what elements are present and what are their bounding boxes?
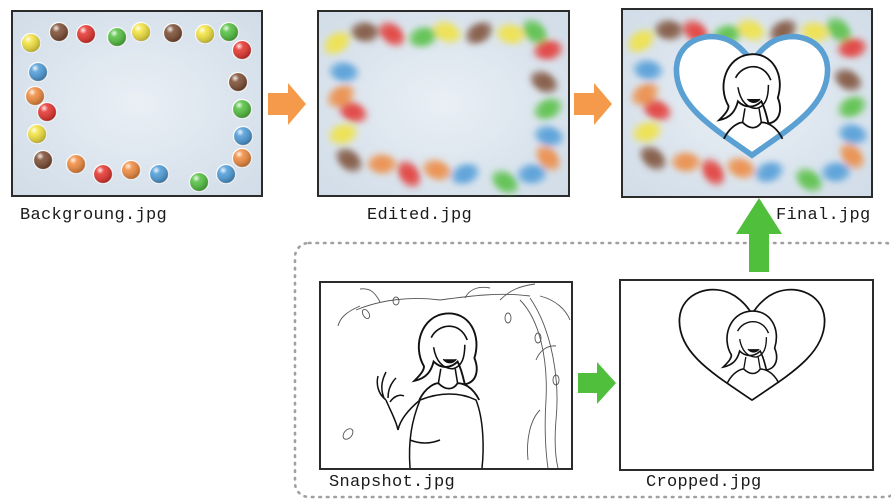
- snapshot-image-frame: [319, 281, 573, 470]
- candy-dot-shine: [131, 22, 151, 42]
- candy-dot-shine: [66, 154, 86, 174]
- candy-blob: [399, 166, 421, 188]
- candy-blob: [838, 73, 863, 92]
- candy-blob: [414, 27, 438, 47]
- candy-blob: [525, 24, 548, 45]
- final-image-frame: [621, 8, 873, 198]
- candy-blob: [495, 175, 519, 195]
- candy-dot-shine: [228, 72, 248, 92]
- candy-blob: [539, 41, 564, 60]
- candy-dot-shine: [163, 23, 183, 43]
- candy-dot-shine: [37, 102, 57, 122]
- arrow-edited-to-final: [574, 83, 612, 125]
- candy-blob: [343, 104, 368, 124]
- candy-blob: [437, 24, 462, 44]
- candy-blob: [843, 126, 868, 145]
- candy-blob: [502, 26, 527, 45]
- candy-dot-shine: [76, 24, 96, 44]
- candy-blob: [741, 22, 766, 42]
- candy-blob: [373, 155, 398, 175]
- candy-dot-shine: [189, 172, 209, 192]
- candy-blob: [637, 82, 660, 104]
- candy-dot-shine: [121, 160, 141, 180]
- candy-blob: [633, 29, 655, 51]
- arrow-cropped-to-final: [736, 198, 782, 272]
- candy-blob: [538, 150, 561, 172]
- candy-dot-shine: [219, 22, 239, 42]
- candy-blob: [534, 75, 559, 94]
- candy-blob: [731, 160, 756, 179]
- candy-blob: [829, 22, 852, 43]
- candy-dot-shine: [25, 86, 45, 106]
- arrow-snapshot-to-cropped: [578, 362, 616, 404]
- candy-blob: [339, 152, 363, 173]
- candy-blob: [806, 24, 831, 43]
- candy-blob: [638, 122, 662, 142]
- edited-image-frame: [317, 10, 570, 197]
- candy-blob: [660, 22, 685, 41]
- candy-blob: [382, 26, 406, 47]
- candy-blob: [643, 150, 667, 171]
- candy-blob: [647, 102, 672, 122]
- arrow-background-to-edited: [268, 83, 306, 125]
- candy-dot-shine: [232, 99, 252, 119]
- candy-blob: [844, 96, 867, 117]
- candy-blob: [329, 31, 351, 53]
- candy-blob: [427, 162, 452, 181]
- candy-blob: [761, 161, 784, 182]
- candy-blob: [677, 153, 702, 173]
- cropped-image-frame: [619, 279, 874, 471]
- caption-cropped: Cropped.jpg: [646, 473, 762, 492]
- caption-snapshot: Snapshot.jpg: [329, 473, 456, 492]
- dotted-group-border: [293, 241, 891, 499]
- background-image-frame: [11, 10, 263, 197]
- candy-blob: [827, 163, 852, 182]
- caption-background: Backgroung.jpg: [20, 206, 168, 225]
- candy-dot-shine: [195, 24, 215, 44]
- caption-edited: Edited.jpg: [367, 206, 473, 225]
- candy-blob: [799, 173, 823, 193]
- candy-blob: [539, 128, 564, 147]
- candy-dot-shine: [107, 27, 127, 47]
- candy-blob: [540, 98, 563, 119]
- candy-blob: [356, 24, 381, 43]
- candy-dot-shine: [232, 148, 252, 168]
- candy-blob: [639, 62, 664, 81]
- candy-blob: [333, 84, 356, 106]
- candy-dot-shine: [21, 33, 41, 53]
- candy-blob: [334, 124, 358, 144]
- candy-dot-shine: [93, 164, 113, 184]
- candy-blob: [335, 64, 360, 83]
- candy-dots-edited: [323, 19, 564, 195]
- candy-dots-background: [20, 21, 254, 193]
- candy-blob: [703, 164, 725, 186]
- candy-dot-shine: [216, 164, 236, 184]
- candy-blob: [457, 163, 480, 184]
- candy-blob: [523, 165, 548, 184]
- candy-dot-shine: [49, 22, 69, 42]
- candy-blob: [842, 148, 865, 170]
- snapshot-girl-waving: [376, 312, 484, 469]
- sketch-tree-branches: [337, 283, 571, 469]
- candy-dot-shine: [149, 164, 169, 184]
- caption-final: Final.jpg: [776, 206, 871, 225]
- candy-dot-shine: [33, 150, 53, 170]
- candy-blob: [843, 39, 868, 58]
- candy-dot-shine: [28, 62, 48, 82]
- candy-dot-shine: [27, 124, 47, 144]
- candy-dot-shine: [232, 40, 252, 60]
- candy-dot-shine: [233, 126, 253, 146]
- candy-blob: [471, 21, 494, 43]
